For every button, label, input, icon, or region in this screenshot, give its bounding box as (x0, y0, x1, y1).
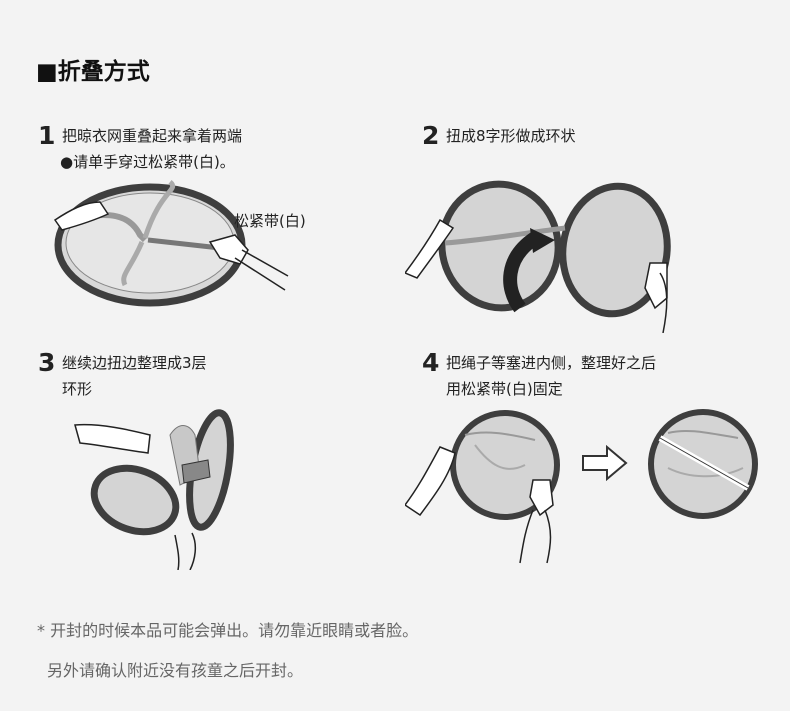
step-number: 4 (422, 348, 440, 377)
step-text-line: 环形 (62, 380, 93, 398)
step-text-line: 把绳子等塞进内侧，整理好之后 (446, 354, 657, 372)
warning-note: * 开封的时候本品可能会弹出。请勿靠近眼睛或者脸。 (37, 621, 419, 640)
elastic-band-callout: 松紧带(白) (234, 212, 306, 230)
step-3-illustration (74, 409, 234, 570)
warning-note: 另外请确认附近没有孩童之后开封。 (47, 661, 304, 680)
step-text-line: ●请单手穿过松紧带(白)。 (60, 153, 235, 171)
step-2: 2 扭成8字形做成环状 (422, 121, 762, 155)
step-4: 4 把绳子等塞进内侧，整理好之后 用松紧带(白)固定 (422, 348, 762, 412)
step-3: 3 继续边扭边整理成3层 环形 (38, 348, 358, 412)
step-4-illustration-result (648, 409, 758, 519)
right-arrow-icon (582, 445, 628, 481)
step-2-illustration (405, 180, 671, 333)
step-4-illustration-hands (405, 410, 560, 564)
step-number: 2 (422, 121, 440, 150)
page-title: ■折叠方式 (36, 59, 150, 85)
step-number: 1 (38, 121, 56, 150)
step-1-illustration (53, 180, 289, 307)
step-number: 3 (38, 348, 56, 377)
step-text-line: 继续边扭边整理成3层 (62, 354, 207, 372)
step-text-line: 扭成8字形做成环状 (446, 127, 576, 145)
step-1: 1 把晾衣网重叠起来拿着两端 ●请单手穿过松紧带(白)。 (38, 121, 358, 185)
step-text-line: 把晾衣网重叠起来拿着两端 (62, 127, 243, 145)
step-text-line: 用松紧带(白)固定 (446, 380, 563, 398)
